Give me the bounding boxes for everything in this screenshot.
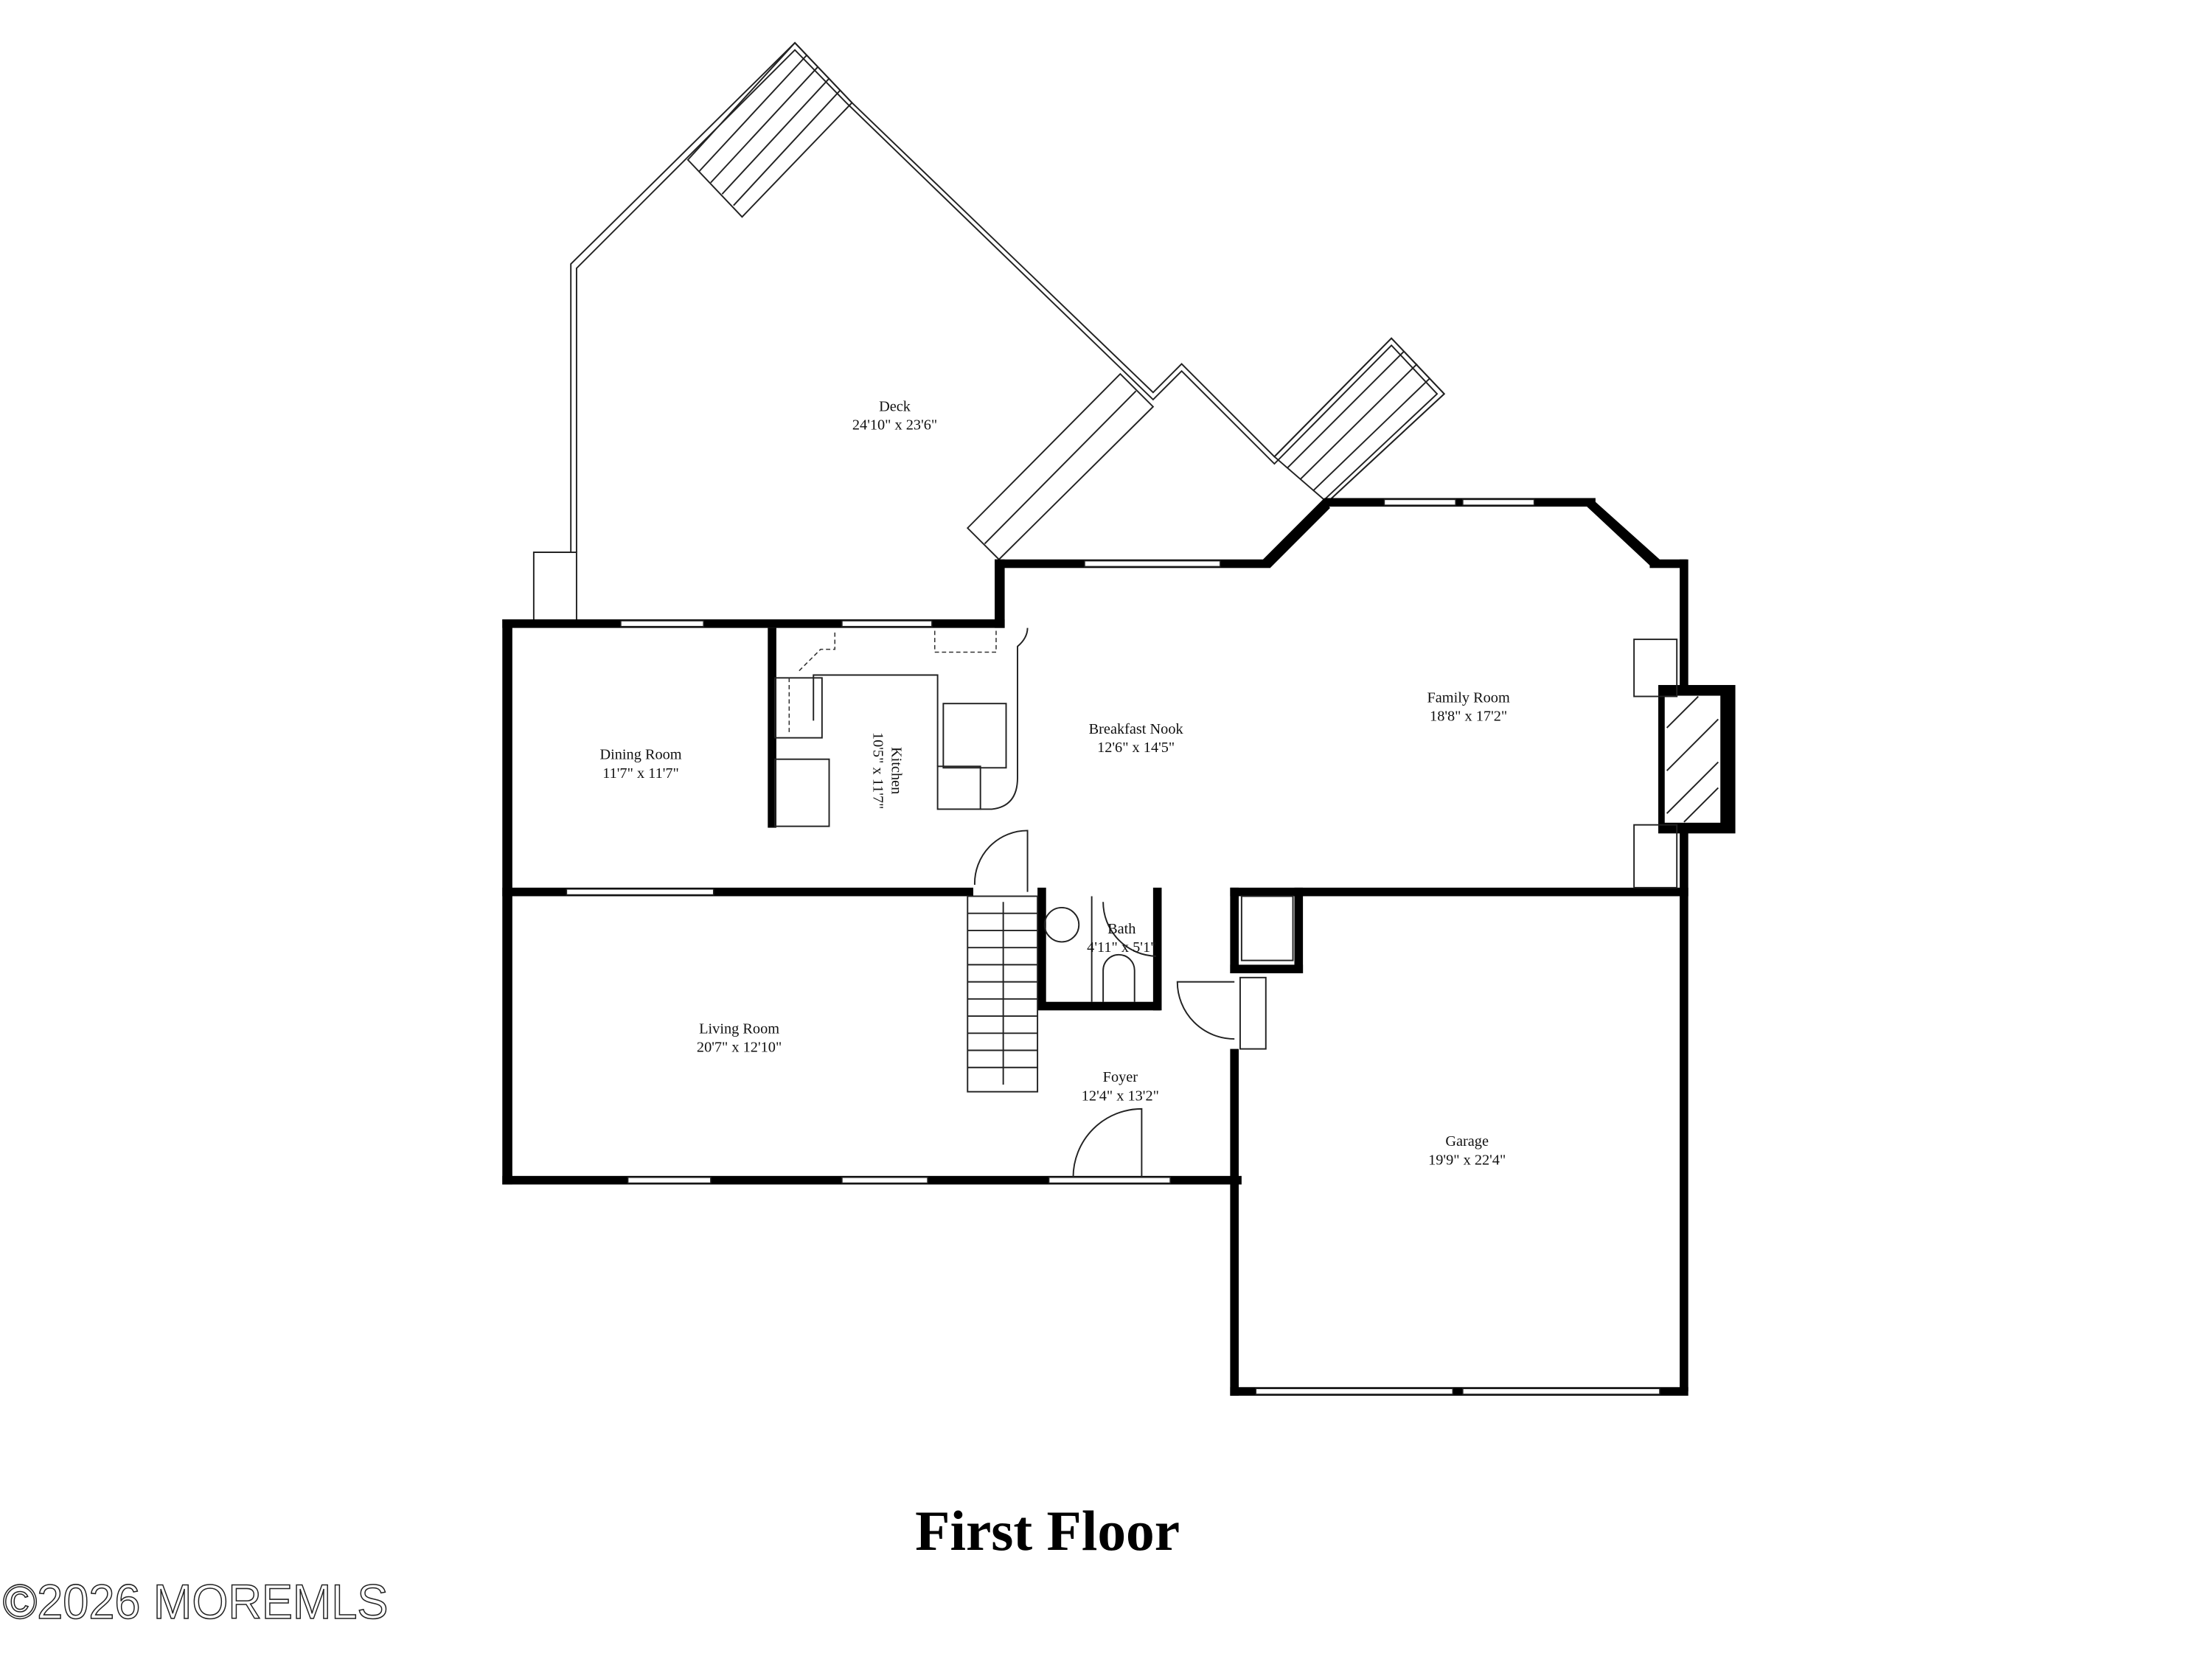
- room-name-garage: Garage: [1445, 1133, 1489, 1150]
- bath-fixtures: [1043, 896, 1135, 1002]
- deck-stairs-top: [686, 41, 853, 218]
- doors: [973, 830, 1294, 1178]
- kitchen-fixtures: [774, 627, 1029, 827]
- room-name-breakfast-nook: Breakfast Nook: [1089, 721, 1184, 737]
- room-size-bath: 4'11" x 5'1": [1087, 939, 1156, 956]
- room-name-living: Living Room: [699, 1020, 779, 1037]
- fireplace: [1633, 639, 1722, 888]
- room-size-deck: 24'10" x 23'6": [852, 417, 937, 434]
- room-size-breakfast-nook: 12'6" x 14'5": [1097, 740, 1175, 756]
- sink-icon: [942, 703, 1007, 769]
- room-name-dining: Dining Room: [599, 747, 681, 763]
- room-labels: Deck 24'10" x 23'6" Dining Room 11'7" x …: [599, 398, 1510, 1168]
- stairs: [967, 895, 1039, 1093]
- room-size-living: 20'7" x 12'10": [697, 1039, 782, 1055]
- room-size-family: 18'8" x 17'2": [1430, 708, 1507, 724]
- room-name-deck: Deck: [879, 398, 911, 414]
- deck-stairs-left: [966, 372, 1155, 561]
- room-size-garage: 19'9" x 22'4": [1428, 1152, 1506, 1168]
- stove-icon: [774, 677, 823, 739]
- room-size-kitchen: 10'5" x 11'7": [870, 732, 886, 809]
- deck-stairs-right: [1273, 337, 1446, 504]
- windows: [566, 498, 1660, 1395]
- sink-icon: [1043, 907, 1080, 943]
- floor-title: First Floor: [915, 1499, 1180, 1562]
- toilet-icon: [1102, 953, 1135, 1002]
- room-name-kitchen: Kitchen: [888, 747, 905, 794]
- room-name-family: Family Room: [1427, 689, 1509, 706]
- room-name-bath: Bath: [1107, 921, 1135, 937]
- deck: [532, 41, 1446, 625]
- room-name-foyer: Foyer: [1103, 1069, 1138, 1085]
- watermark: ©2026 MOREMLS: [3, 1574, 389, 1629]
- room-size-foyer: 12'4" x 13'2": [1082, 1088, 1159, 1104]
- room-size-dining: 11'7" x 11'7": [602, 765, 679, 782]
- refrigerator-icon: [774, 758, 830, 827]
